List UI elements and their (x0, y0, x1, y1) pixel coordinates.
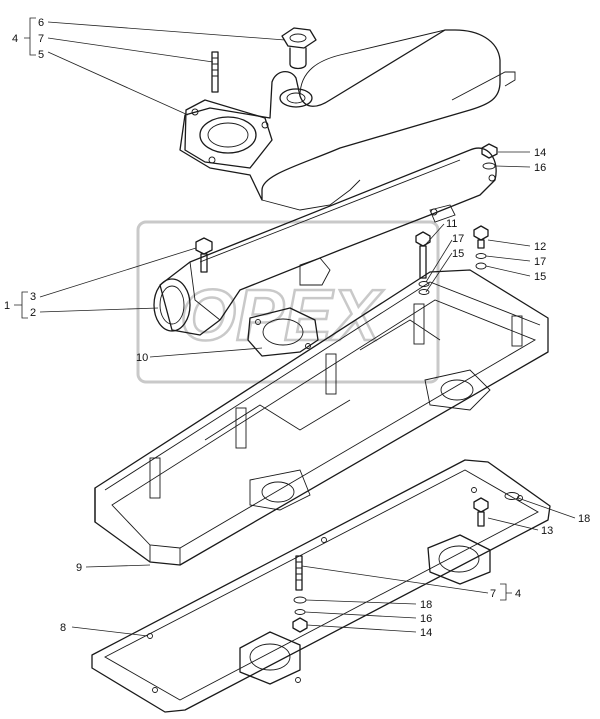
callout-4-lower: 4 (515, 588, 521, 600)
watermark: OPEX (136, 220, 440, 384)
callout-14-lower: 14 (420, 627, 432, 639)
callout-18-lower: 18 (420, 599, 432, 611)
stud-lower (292, 555, 308, 633)
callout-11: 11 (446, 218, 457, 230)
watermark-frame (136, 220, 440, 384)
callout-12: 12 (534, 241, 546, 253)
stud-top (211, 51, 219, 93)
bolt-13 (473, 492, 520, 527)
rocker-cover (94, 269, 549, 566)
callout-9: 9 (76, 562, 82, 574)
callout-15-right: 15 (534, 271, 546, 283)
intake-manifold (153, 147, 497, 336)
callout-4-top: 4 (12, 33, 18, 45)
callout-2: 2 (30, 307, 36, 319)
callout-10: 10 (136, 352, 148, 364)
leader-lines (14, 17, 576, 637)
callout-16-lower: 16 (420, 613, 432, 625)
bolt-11 (415, 231, 431, 295)
manifold-elbow (179, 29, 516, 211)
callout-3: 3 (30, 291, 36, 303)
callout-1: 1 (4, 300, 10, 312)
bolt-12 (473, 225, 489, 270)
callout-17-right: 17 (534, 256, 546, 268)
callout-5: 5 (38, 49, 44, 61)
watermark-text: OPEX (180, 276, 384, 356)
callout-13: 13 (541, 525, 553, 537)
bolt-upper-left (195, 237, 213, 273)
cover-gasket (91, 459, 551, 713)
callout-17-left: 17 (452, 233, 464, 245)
callout-7-top: 7 (38, 33, 44, 45)
nut-top (281, 27, 317, 70)
callout-14-top: 14 (534, 147, 546, 159)
callout-16-top: 16 (534, 162, 546, 174)
callout-6: 6 (38, 17, 44, 29)
callout-labels: 6 7 5 4 14 16 11 17 15 12 17 15 3 2 1 10… (4, 17, 590, 639)
callout-18-right: 18 (578, 513, 590, 525)
callout-8: 8 (60, 622, 66, 634)
callout-15-left: 15 (452, 248, 464, 260)
nut-14-top (481, 143, 498, 170)
callout-7-lower: 7 (490, 588, 496, 600)
small-gasket (247, 307, 319, 357)
